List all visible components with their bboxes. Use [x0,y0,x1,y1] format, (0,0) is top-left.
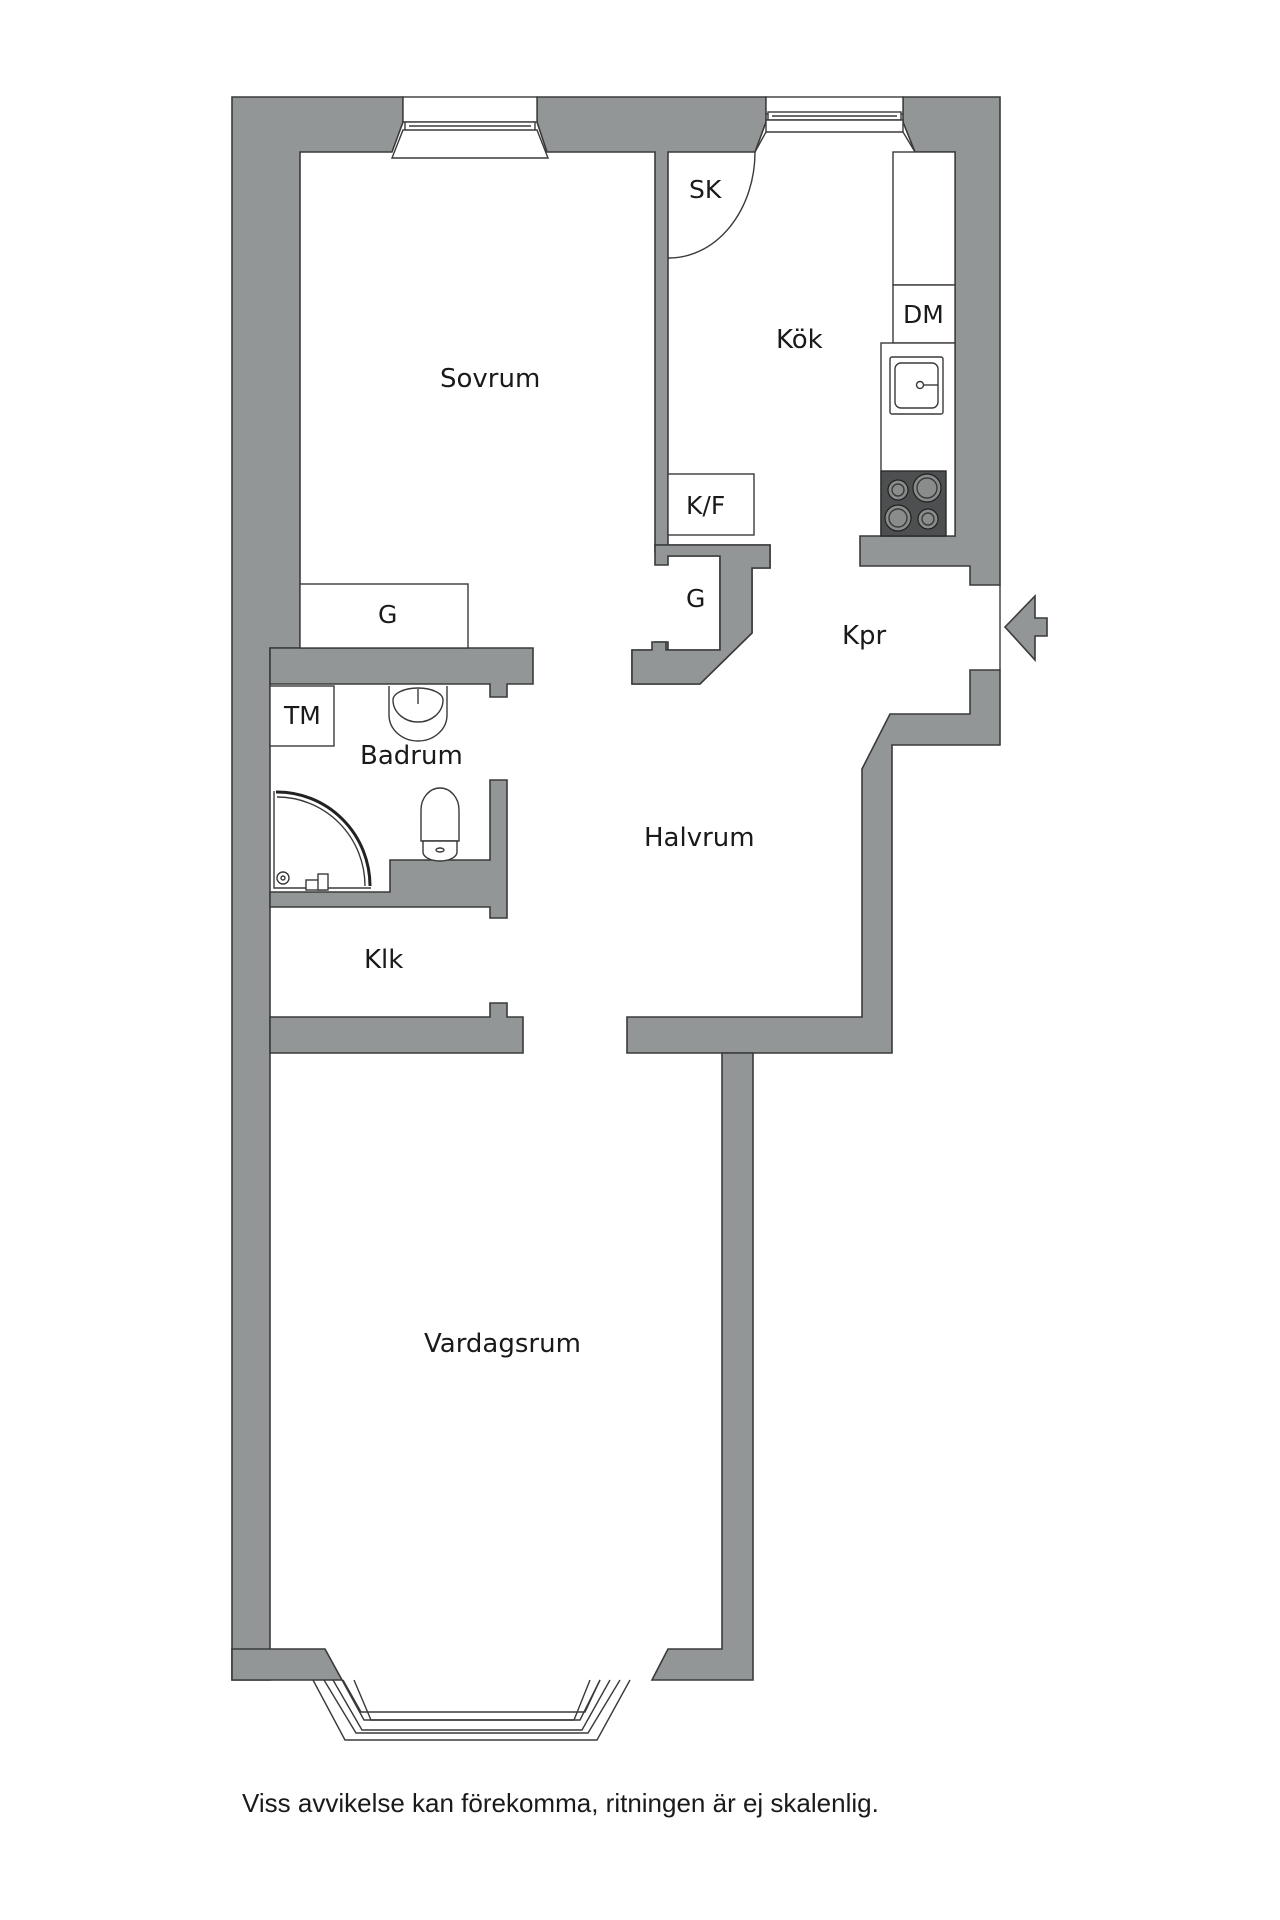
toilet-icon [420,787,460,862]
wall-g-closet [631,544,771,685]
wall-bedroom-bath [269,647,534,698]
wall-living-right [650,1052,754,1681]
washing-machine [269,685,335,747]
living-bay-window [312,1679,631,1741]
bedroom-wardrobe [299,583,469,649]
room-label-g-hall: G [686,584,705,613]
stove-icon [880,470,947,537]
disclaimer-text: Viss avvikelse kan förekomma, ritningen … [242,1788,879,1818]
room-label-g-bedroom: G [378,600,397,629]
room-label-klk: Klk [364,945,403,975]
room-label-tm: TM [283,701,321,730]
bathroom-sink-icon [388,686,448,742]
kitchen-sink-icon [889,356,944,415]
bedroom-window [390,96,550,159]
room-label-kpr: Kpr [842,621,887,651]
room-label-sk: SK [689,175,722,204]
kitchen-window [754,96,916,153]
room-label-sovrum: Sovrum [440,364,540,394]
entrance-arrow-icon [1003,594,1048,663]
room-label-kf: K/F [686,491,725,520]
room-label-badrum: Badrum [360,741,463,771]
wall-right-lower [626,669,1001,1054]
room-label-halvrum: Halvrum [644,823,755,853]
wall-klk-bottom [269,1002,524,1054]
sk-door-swing [667,151,756,259]
kitchen-cabinet-tall [892,151,956,286]
wall-bath-right [269,779,508,919]
shower-icon [273,790,372,891]
room-label-vardagsrum: Vardagsrum [424,1329,581,1359]
fridge-freezer [667,473,755,536]
room-label-kok: Kök [776,325,823,355]
room-label-dm: DM [903,300,944,329]
wall-living-bottom-left [231,1648,344,1681]
wall-top-right [859,96,1001,586]
